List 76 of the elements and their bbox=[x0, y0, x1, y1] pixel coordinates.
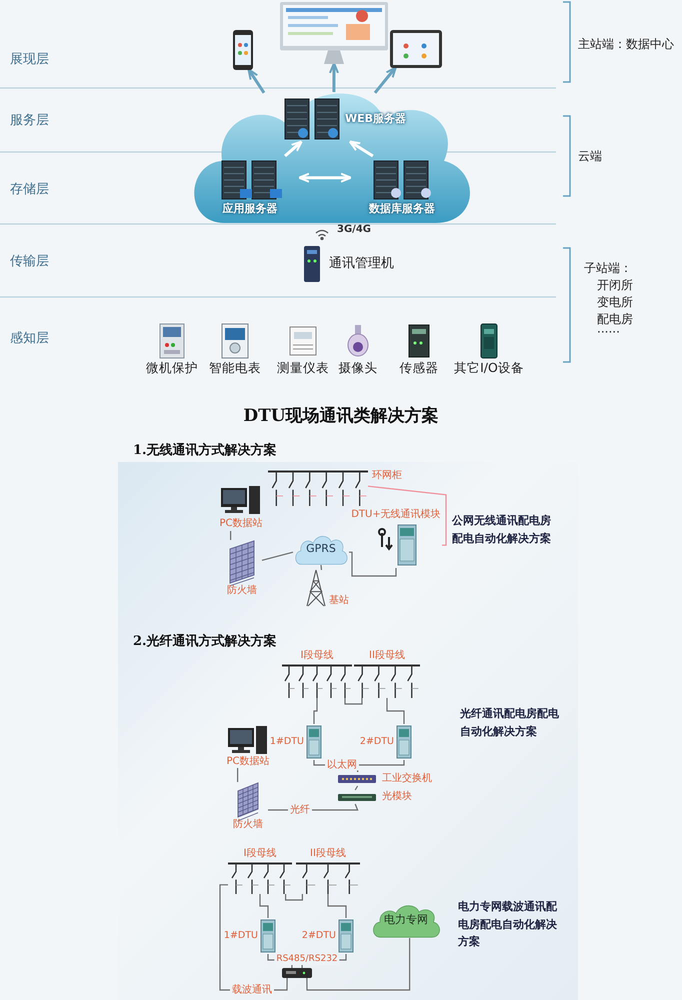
diagram-title: DTU现场通讯类解决方案 bbox=[242, 405, 440, 427]
site-label: 配电房 bbox=[597, 311, 633, 328]
edge-label: RS485/RS232 bbox=[274, 955, 340, 965]
part-label: 2#DTU bbox=[302, 930, 336, 942]
section-heading: 2.光纤通讯方式解决方案 bbox=[133, 632, 277, 650]
arrow bbox=[348, 140, 374, 158]
server-label: 应用服务器 bbox=[222, 202, 278, 216]
part-label: 基站 bbox=[329, 594, 349, 606]
connector-line bbox=[320, 564, 322, 570]
arrow bbox=[374, 66, 397, 94]
part-label: II段母线 bbox=[310, 848, 346, 860]
connector-line bbox=[368, 486, 447, 546]
part-label: PC数据站 bbox=[219, 518, 262, 530]
part-label: DTU+无线通讯模块 bbox=[351, 509, 441, 521]
network-label: GPRS bbox=[306, 542, 336, 556]
device-label: 传感器 bbox=[400, 360, 438, 376]
site-label: 变电所 bbox=[597, 294, 633, 311]
layer-label: 服务层 bbox=[10, 112, 49, 129]
part-label: 防火墙 bbox=[227, 585, 257, 597]
part-label: 1#DTU bbox=[270, 736, 304, 748]
edge-label: 以太网 bbox=[325, 760, 359, 770]
part-label: 光模块 bbox=[382, 791, 412, 803]
site-label: 开闭所 bbox=[597, 277, 633, 294]
solution-note: 公网无线通讯配电房配电自动化解决方案 bbox=[452, 513, 552, 547]
network-label: 电力专网 bbox=[384, 914, 428, 926]
part-label: I段母线 bbox=[300, 650, 334, 662]
layer-label: 感知层 bbox=[10, 330, 49, 347]
connector-line bbox=[306, 938, 410, 991]
server-label: WEB服务器 bbox=[345, 112, 406, 126]
layer-label: 存储层 bbox=[10, 181, 49, 198]
device-label: 其它I/O设备 bbox=[454, 360, 524, 376]
connector-line bbox=[357, 760, 405, 772]
layer-label: 展现层 bbox=[10, 51, 49, 68]
network-label: 3G/4G bbox=[337, 224, 371, 235]
connector-line bbox=[386, 698, 405, 724]
connector-line bbox=[327, 894, 347, 918]
device-label: 智能电表 bbox=[209, 360, 261, 376]
arrow bbox=[284, 140, 303, 158]
layer-label: 传输层 bbox=[10, 253, 49, 270]
device-label: 测量仪表 bbox=[277, 360, 329, 376]
part-label: II段母线 bbox=[369, 650, 405, 662]
tier-label: 子站端： bbox=[584, 260, 632, 277]
device-label: 摄像头 bbox=[338, 360, 378, 376]
part-label: 1#DTU bbox=[224, 930, 258, 942]
connector-line bbox=[267, 954, 293, 968]
connector-line bbox=[230, 531, 232, 540]
tier-label: 云端 bbox=[578, 148, 602, 165]
solution-note: 电力专网载波通讯配电房配电自动化解决方案 bbox=[458, 899, 558, 950]
solution-note: 光纤通讯配电房配电自动化解决方案 bbox=[460, 706, 560, 740]
part-label: 防火墙 bbox=[233, 819, 263, 831]
site-label: ······ bbox=[597, 325, 620, 339]
device-label: 微机保护 bbox=[146, 360, 198, 376]
connector-line bbox=[285, 894, 303, 901]
edge-label: 载波通讯 bbox=[230, 984, 274, 996]
arrow bbox=[328, 62, 339, 92]
connector-line bbox=[313, 698, 318, 724]
connector-line bbox=[219, 884, 288, 991]
connector-line bbox=[259, 894, 269, 918]
part-label: I段母线 bbox=[244, 848, 276, 860]
connector-line bbox=[349, 552, 397, 577]
part-label: PC数据站 bbox=[226, 756, 270, 768]
edge-label: 光纤 bbox=[288, 804, 312, 816]
connector-line bbox=[344, 698, 363, 705]
connector-line bbox=[262, 552, 294, 561]
device-label: 通讯管理机 bbox=[329, 256, 394, 272]
part-label: 工业交换机 bbox=[382, 773, 432, 785]
part-label: 环网柜 bbox=[372, 470, 402, 482]
section-heading: 1.无线通讯方式解决方案 bbox=[133, 442, 277, 459]
connector-line bbox=[268, 804, 358, 811]
part-label: 2#DTU bbox=[360, 736, 394, 748]
connector-line bbox=[354, 786, 358, 790]
connector-line bbox=[237, 768, 238, 782]
arrow bbox=[247, 68, 266, 94]
server-label: 数据库服务器 bbox=[369, 202, 435, 216]
tier-label: 主站端：数据中心 bbox=[578, 36, 674, 53]
arrow bbox=[298, 172, 352, 183]
